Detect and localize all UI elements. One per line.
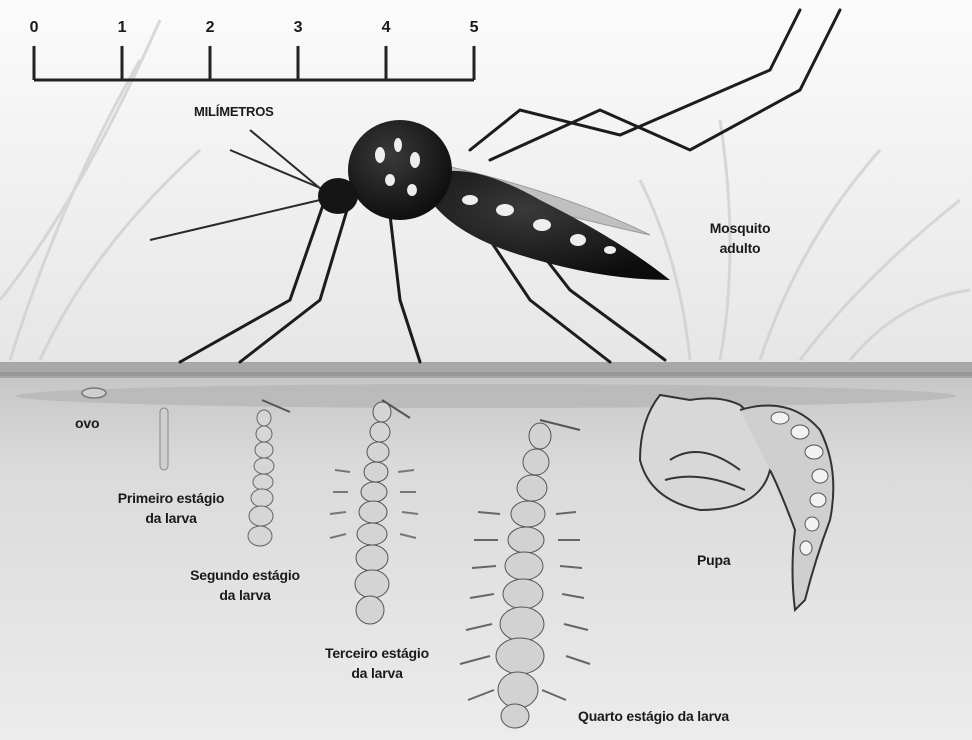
larva1-label-line1: Primeiro estágio [106, 488, 236, 508]
pupa-label: Pupa [697, 550, 730, 570]
larva2-label-line1: Segundo estágio [180, 565, 310, 585]
egg-shape [82, 388, 106, 398]
scale-unit-label: MILÍMETROS [194, 102, 274, 122]
water-background [0, 368, 972, 740]
egg-label: ovo [75, 413, 99, 433]
scale-tick-3: 3 [288, 18, 308, 38]
scale-tick-4: 4 [376, 18, 396, 38]
larva1-label-line2: da larva [106, 508, 236, 528]
larva3-label-line1: Terceiro estágio [312, 643, 442, 663]
mosquito-thorax [348, 120, 452, 220]
scale-tick-2: 2 [200, 18, 220, 38]
larva3-label-line2: da larva [312, 663, 442, 683]
adult-mosquito-label: Mosquito adulto [700, 218, 780, 258]
scale-tick-0: 0 [24, 18, 44, 38]
larva1-shape [160, 408, 168, 470]
larva2-label: Segundo estágio da larva [180, 565, 310, 605]
adult-label-line1: Mosquito [700, 218, 780, 238]
scale-tick-5: 5 [464, 18, 484, 38]
larva3-label: Terceiro estágio da larva [312, 643, 442, 683]
larva1-label: Primeiro estágio da larva [106, 488, 236, 528]
larva2-label-line2: da larva [180, 585, 310, 605]
mosquito-head [318, 178, 358, 214]
scale-tick-1: 1 [112, 18, 132, 38]
larva4-label: Quarto estágio da larva [578, 706, 729, 726]
adult-label-line2: adulto [700, 238, 780, 258]
